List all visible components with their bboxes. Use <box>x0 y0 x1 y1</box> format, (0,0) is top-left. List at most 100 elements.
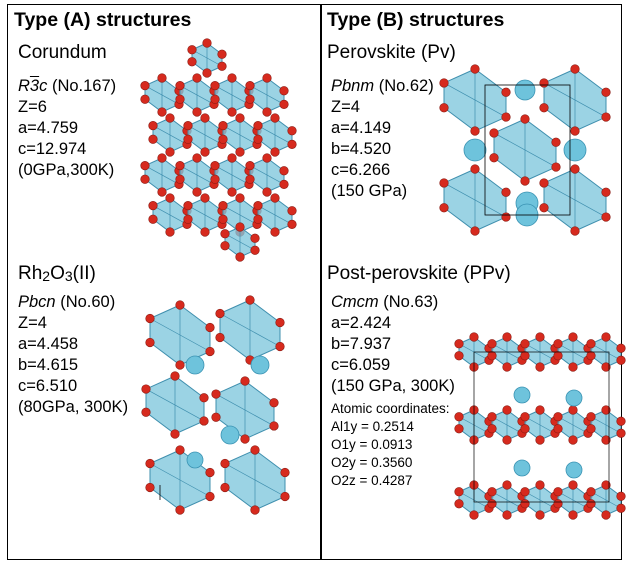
oxygen-atom <box>217 49 227 59</box>
corundum-conditions: (0GPa,300K) <box>18 161 115 179</box>
oxygen-atom <box>199 416 209 426</box>
cation-atom <box>565 461 583 479</box>
oxygen-atom <box>235 113 245 123</box>
oxygen-atom <box>439 78 449 88</box>
corundum-name: Corundum <box>18 42 107 63</box>
oxygen-atom <box>157 153 167 163</box>
oxygen-atom <box>553 424 563 434</box>
oxygen-atom <box>200 113 210 123</box>
octahedron-edge <box>191 49 223 67</box>
post-perovskite-a: a=2.424 <box>331 314 392 332</box>
oxygen-atom <box>535 332 545 342</box>
oxygen-atom <box>280 467 290 478</box>
oxygen-atom <box>439 203 449 213</box>
oxygen-atom <box>250 245 260 255</box>
oxygen-atom <box>220 458 230 469</box>
oxygen-atom <box>227 153 237 163</box>
oxygen-atom <box>245 161 255 171</box>
oxygen-atom <box>157 73 167 83</box>
oxygen-atom <box>210 174 220 184</box>
oxygen-atom <box>192 153 202 163</box>
oxygen-atom <box>205 322 215 333</box>
rh2o3-a: a=4.458 <box>18 335 79 353</box>
oxygen-atom <box>601 362 611 372</box>
oxygen-atom <box>141 384 151 394</box>
oxygen-atom <box>235 222 245 232</box>
octahedron-edge <box>257 125 293 145</box>
oxygen-atom <box>439 103 449 113</box>
octahedron-edge <box>524 491 556 509</box>
oxygen-atom <box>175 505 185 515</box>
oxygen-atom <box>287 139 297 149</box>
oxygen-atom <box>553 412 563 422</box>
oxygen-atom <box>215 332 225 343</box>
figure-frame <box>7 4 622 560</box>
oxygen-atom <box>470 164 480 174</box>
oxygen-atom <box>145 482 155 493</box>
oxygen-atom <box>220 229 230 239</box>
oxygen-atom <box>218 121 228 131</box>
oxygen-atom <box>553 487 563 497</box>
oxygen-atom <box>270 147 280 157</box>
oxygen-atom <box>218 201 228 211</box>
perovskite-space-group: Pbnm (No.62) <box>331 77 434 95</box>
oxygen-atom <box>145 313 155 324</box>
oxygen-atom <box>165 193 175 203</box>
oxygen-atom <box>586 424 596 434</box>
oxygen-atom <box>253 134 263 144</box>
oxygen-atom <box>601 212 611 222</box>
post-perovskite-properties: Cmcm (No.63) a=2.424 b=7.937 c=6.059 (15… <box>331 292 455 397</box>
oxygen-atom <box>287 206 297 216</box>
oxygen-atom <box>470 64 480 74</box>
oxygen-atom <box>253 121 263 131</box>
oxygen-atom <box>262 153 272 163</box>
oxygen-atom <box>502 510 512 520</box>
oxygen-atom <box>539 178 549 188</box>
unit-cell-outline <box>484 84 571 216</box>
octahedron-edge <box>214 165 250 185</box>
oxygen-atom <box>570 164 580 174</box>
oxygen-atom <box>601 510 611 520</box>
oxygen-atom <box>502 332 512 342</box>
rh2o3-properties: Pbcn (No.60) Z=4 a=4.458 b=4.615 c=6.510… <box>18 292 128 418</box>
octahedron-edge <box>144 165 180 185</box>
oxygen-atom <box>217 61 227 71</box>
oxygen-atom <box>539 103 549 113</box>
oxygen-atom <box>454 424 464 434</box>
perovskite-name: Perovskite (Pv) <box>327 42 456 63</box>
perovskite-c: c=6.266 <box>331 161 391 179</box>
coordinate-o2z: O2z = 0.4287 <box>331 473 413 488</box>
octahedron-edge <box>557 416 589 434</box>
octahedron-edge <box>590 491 622 509</box>
coordinate-al1y: Al1y = 0.2514 <box>331 419 414 434</box>
oxygen-atom <box>175 81 185 91</box>
oxygen-atom <box>140 94 150 104</box>
oxygen-atom <box>568 405 578 415</box>
octahedron-edge <box>144 85 180 105</box>
oxygen-atom <box>270 113 280 123</box>
cation-atom <box>186 451 204 469</box>
cation-atom <box>463 138 487 162</box>
oxygen-atom <box>487 339 497 349</box>
oxygen-atom <box>535 405 545 415</box>
oxygen-atom <box>454 351 464 361</box>
oxygen-atom <box>202 38 212 48</box>
oxygen-atom <box>269 421 279 431</box>
post-perovskite-c: c=6.059 <box>331 356 391 374</box>
cation-atom <box>185 355 205 375</box>
oxygen-atom <box>210 94 220 104</box>
oxygen-atom <box>535 435 545 445</box>
oxygen-atom <box>192 187 202 197</box>
oxygen-atom <box>270 227 280 237</box>
oxygen-atom <box>270 193 280 203</box>
oxygen-atom <box>175 94 185 104</box>
rh2o3-b: b=4.615 <box>18 356 79 374</box>
oxygen-atom <box>187 45 197 55</box>
oxygen-atom <box>262 187 272 197</box>
perovskite-structure-drawing <box>439 64 611 236</box>
oxygen-atom <box>287 126 297 136</box>
oxygen-atom <box>616 491 626 501</box>
oxygen-atom <box>535 362 545 372</box>
octahedron-edge <box>557 491 589 509</box>
oxygen-atom <box>192 107 202 117</box>
